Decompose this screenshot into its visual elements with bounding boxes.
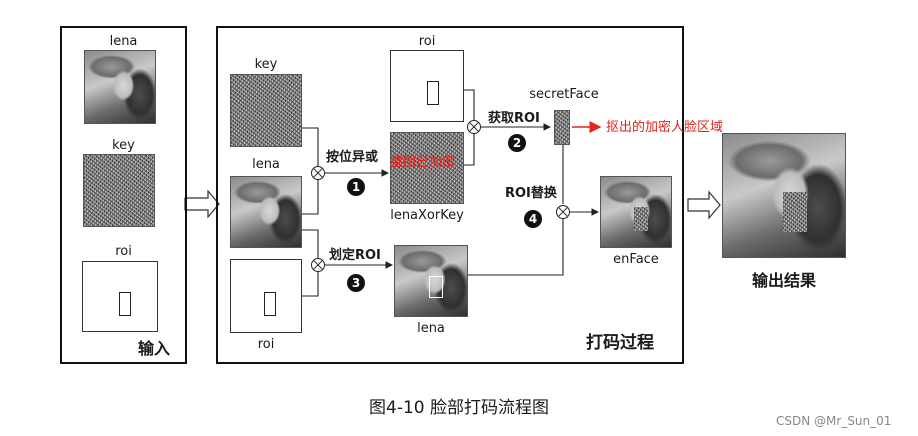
figure-caption: 图4-10 脸部打码流程图 xyxy=(369,398,549,418)
roi-top-label: roi xyxy=(418,34,436,49)
whole-encrypted-annotation: 整图已加密 xyxy=(390,155,456,170)
input-roi-image xyxy=(82,261,158,332)
input-panel xyxy=(60,26,187,364)
output-label: 输出结果 xyxy=(751,271,816,290)
step2-label: 获取ROI xyxy=(488,111,540,126)
input-key-label: key xyxy=(112,138,135,153)
step3-badge: 3 xyxy=(347,274,365,292)
lena-roi-label: lena xyxy=(417,321,445,336)
input-panel-title: 输入 xyxy=(138,339,171,358)
lena-image xyxy=(230,176,302,248)
key-image xyxy=(230,74,302,147)
enFace-image xyxy=(600,176,672,248)
step4-badge: 4 xyxy=(524,210,542,228)
extracted-face-annotation: 抠出的加密人脸区域 xyxy=(606,120,724,135)
xor-operator-icon xyxy=(311,258,325,272)
roi-image xyxy=(230,259,302,333)
output-image xyxy=(722,133,846,258)
step1-badge: 1 xyxy=(347,178,365,196)
roi-rectangle-icon xyxy=(119,292,131,316)
enFace-label: enFace xyxy=(613,252,659,267)
secretFace-label: secretFace xyxy=(529,87,599,102)
roi-top-image xyxy=(390,50,464,122)
encrypted-face-region xyxy=(783,192,807,232)
xor-operator-icon xyxy=(556,205,570,219)
lena-roi-image xyxy=(394,245,468,317)
step1-label: 按位异或 xyxy=(326,150,379,165)
step3-label: 划定ROI xyxy=(329,248,381,263)
input-lena-image xyxy=(84,50,156,124)
watermark: CSDN @Mr_Sun_01 xyxy=(776,414,892,428)
roi-label: roi xyxy=(257,337,275,352)
roi-rectangle-icon xyxy=(264,292,276,316)
secretFace-image xyxy=(554,110,570,145)
process-panel xyxy=(216,26,684,364)
xor-operator-icon xyxy=(311,166,325,180)
key-label: key xyxy=(254,57,278,72)
lenaXorKey-label: lenaXorKey xyxy=(390,208,464,223)
encrypted-face-region xyxy=(634,207,648,231)
input-roi-label: roi xyxy=(115,244,132,259)
lena-label: lena xyxy=(252,157,280,172)
lenaXorKey-image xyxy=(390,132,464,204)
roi-rectangle-icon xyxy=(427,81,439,105)
input-key-image xyxy=(83,154,155,227)
xor-operator-icon xyxy=(467,120,481,134)
input-lena-label: lena xyxy=(109,34,138,49)
roi-highlight-rectangle xyxy=(429,276,443,298)
step4-label: ROI替换 xyxy=(505,186,557,201)
process-panel-title: 打码过程 xyxy=(586,333,654,353)
step2-badge: 2 xyxy=(508,134,526,152)
